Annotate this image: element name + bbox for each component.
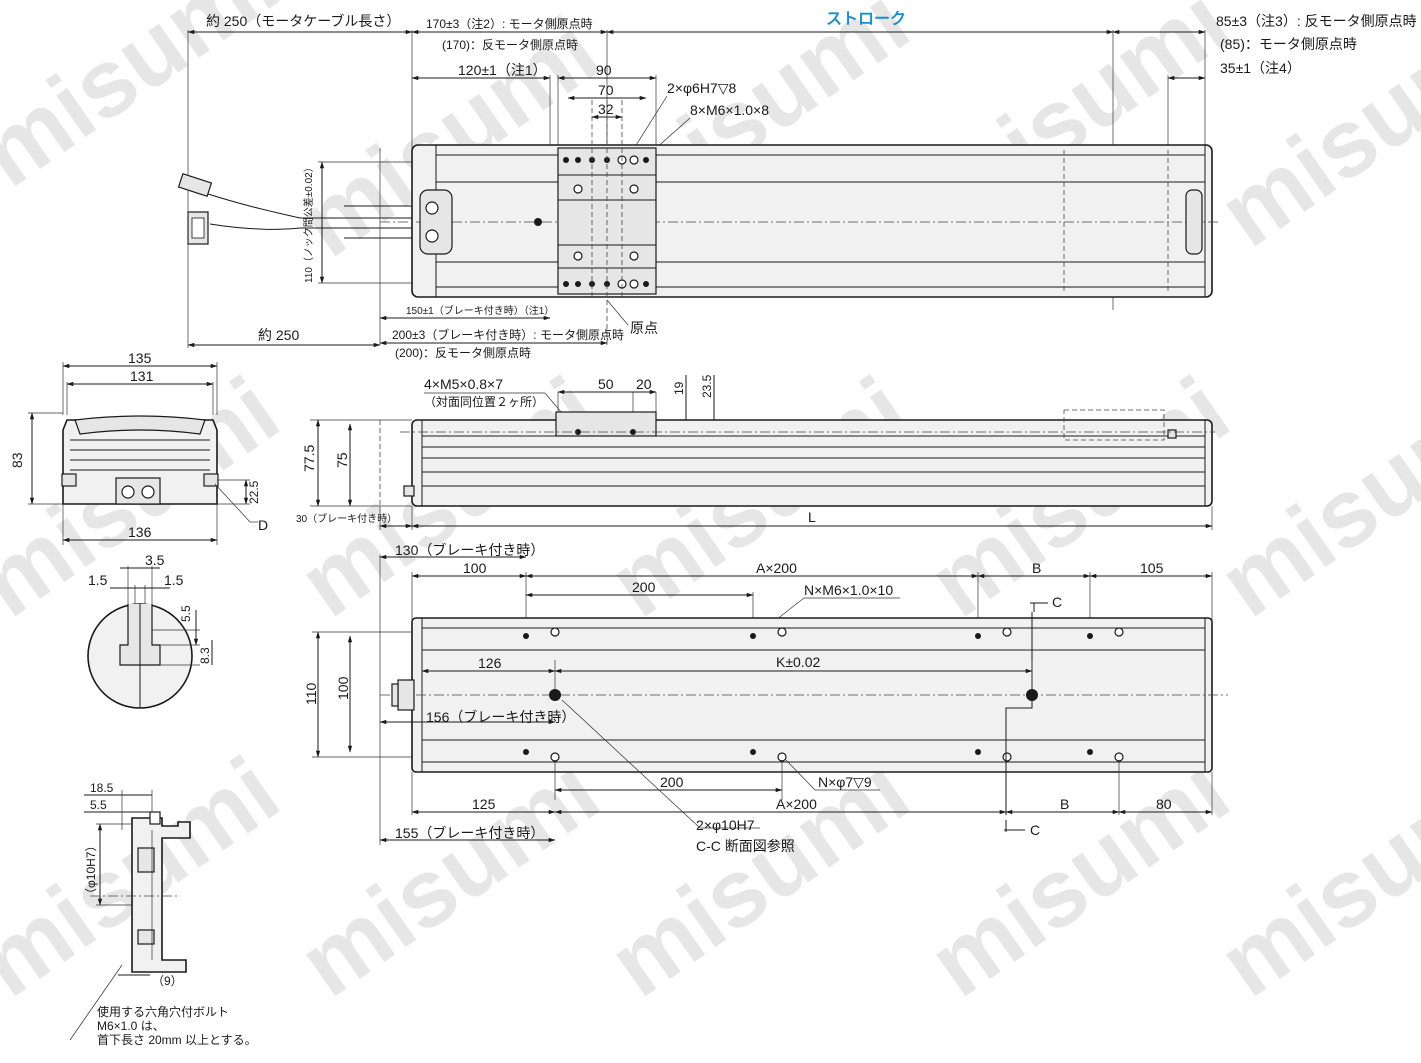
side-view: 50 20 4×M5×0.8×7 （対面同位置２ヶ所） 19 23.5 77.5… xyxy=(296,374,1215,530)
tap-hole-label: 8×M6×1.0×8 xyxy=(690,102,769,118)
bv-d80: 80 xyxy=(1156,796,1172,812)
bv-b-top: B xyxy=(1032,560,1041,576)
svg-text:misumi: misumi xyxy=(591,737,928,1017)
svg-text:misumi: misumi xyxy=(1201,737,1421,1017)
bv-d126: 126 xyxy=(478,655,502,671)
stroke-label: ストローク xyxy=(826,10,906,28)
cc-note2: M6×1.0 は、 xyxy=(97,1019,165,1033)
dim-150-brake-label: 150±1（ブレーキ付き時）（注1） xyxy=(406,304,554,317)
origin-label: 原点 xyxy=(630,320,658,336)
dim-70-label: 70 xyxy=(598,82,614,98)
bv-a200-bottom: A×200 xyxy=(776,796,817,812)
bv-n-m6: N×M6×1.0×10 xyxy=(804,582,893,598)
bv-brake156: 156（ブレーキ付き時） xyxy=(426,709,575,725)
right-origin-85-label: 85±3（注3）: 反モータ側原点時 xyxy=(1216,13,1417,29)
detail-d: 3.5 1.5 1.5 5.5 8.3 xyxy=(87,552,213,709)
bv-k002: K±0.02 xyxy=(776,654,820,670)
dim-200-brake-label: 200±3（ブレーキ付き時）: モータ側原点時 xyxy=(392,327,624,342)
bv-c-top: C xyxy=(1052,594,1062,610)
bv-c-bottom: C xyxy=(1030,822,1040,838)
svg-text:misumi: misumi xyxy=(0,0,297,207)
bv-d105: 105 xyxy=(1140,560,1164,576)
svg-text:misumi: misumi xyxy=(911,737,1248,1017)
end-view: 135 131 83 22.5 D 136 xyxy=(9,350,268,545)
side-L: L xyxy=(808,509,816,525)
end-d-label: D xyxy=(258,517,268,533)
anti-motor-side-origin-label: (170)：反モータ側原点時 xyxy=(442,38,578,52)
side-m5-tap: 4×M5×0.8×7 xyxy=(424,376,503,392)
dim-90-label: 90 xyxy=(596,62,612,78)
side-d19: 19 xyxy=(672,381,686,395)
right-85-paren-label: (85)：モータ側原点時 xyxy=(1220,36,1357,52)
bv-d200-bottom: 200 xyxy=(660,774,684,790)
cc-note3: 首下長さ 20mm 以上とする。 xyxy=(97,1033,257,1047)
cable-length-label: 約 250（モータケーブル長さ） xyxy=(206,13,400,29)
detail-d1-5a: 1.5 xyxy=(88,572,108,588)
side-brake30: 30（ブレーキ付き時） xyxy=(296,512,397,525)
bv-h110: 110 xyxy=(303,682,319,705)
cc-d5-5: 5.5 xyxy=(90,798,107,812)
bv-cc-ref: C-C 断面図参照 xyxy=(696,838,795,854)
bottom-view: 130（ブレーキ付き時） 100 A×200 B 105 200 N×M6×1.… xyxy=(303,542,1228,854)
actuator-body-side xyxy=(411,419,1213,507)
bv-n-phi7: N×φ7▽9 xyxy=(818,774,872,790)
end-w136: 136 xyxy=(128,524,152,540)
bv-d200-top: 200 xyxy=(632,579,656,595)
bv-phi10-hole: 2×φ10H7 xyxy=(696,817,755,833)
pin-hole-label: 2×φ6H7▽8 xyxy=(667,80,736,96)
detail-d1-5b: 1.5 xyxy=(164,572,184,588)
side-d50: 50 xyxy=(598,376,614,392)
dim-32-label: 32 xyxy=(598,101,614,117)
cc-d9: （9） xyxy=(152,974,183,988)
top-view: 約 250（モータケーブル長さ） 170±3（注2）: モータ側原点時 (170… xyxy=(177,10,1417,360)
detail-d5-5: 5.5 xyxy=(179,605,193,622)
side-m5-note: （対面同位置２ヶ所） xyxy=(424,394,544,409)
end-w135: 135 xyxy=(128,350,152,366)
end-h83: 83 xyxy=(9,452,25,468)
side-d23-5: 23.5 xyxy=(700,374,714,398)
dim-120-label: 120±1（注1） xyxy=(458,62,547,78)
bv-brake155: 155（ブレーキ付き時） xyxy=(395,825,544,841)
cc-phi10: （φ10H7） xyxy=(84,840,98,900)
side-h77-5: 77.5 xyxy=(301,445,317,472)
cc-d18-5: 18.5 xyxy=(90,781,114,795)
side-d20: 20 xyxy=(636,376,652,392)
svg-text:misumi: misumi xyxy=(281,737,618,1017)
bv-b-bottom: B xyxy=(1060,796,1069,812)
carriage-side xyxy=(555,411,657,437)
bv-h100: 100 xyxy=(335,676,351,700)
bv-brake130: 130（ブレーキ付き時） xyxy=(395,542,544,558)
dim-200-anti-label: (200)：反モータ側原点時 xyxy=(395,346,531,360)
bv-a200-top: A×200 xyxy=(756,560,797,576)
motor-side-origin-label: 170±3（注2）: モータ側原点時 xyxy=(426,16,593,31)
detail-d8-3: 8.3 xyxy=(198,647,212,664)
actuator-body-top xyxy=(411,144,1213,298)
about-250-label: 約 250 xyxy=(258,327,299,343)
bv-d125: 125 xyxy=(472,796,496,812)
side-h75: 75 xyxy=(334,452,350,468)
section-cc: 18.5 5.5 （φ10H7） （9） 使用する六角穴付ボルト M6×1.0 … xyxy=(69,781,257,1047)
rail-pitch-label: 110（ノック間公差±0.02） xyxy=(302,162,315,283)
right-35-label: 35±1（注4） xyxy=(1220,60,1301,76)
bv-d100: 100 xyxy=(463,560,487,576)
motor-cable xyxy=(177,172,412,245)
detail-d3-5: 3.5 xyxy=(145,552,165,568)
end-w131: 131 xyxy=(130,368,154,384)
end-h22-5: 22.5 xyxy=(247,480,261,504)
svg-text:misumi: misumi xyxy=(1201,357,1421,637)
cc-note1: 使用する六角穴付ボルト xyxy=(97,1004,229,1019)
